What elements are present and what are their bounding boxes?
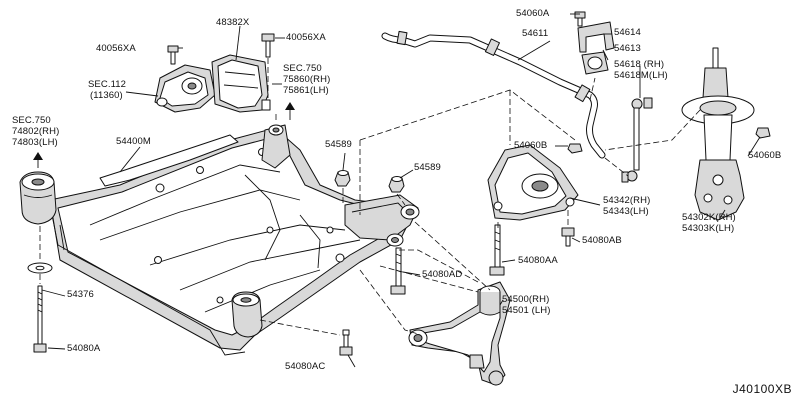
label-sec750-top: SEC.750 — [283, 63, 322, 74]
nut-54589-a — [334, 170, 351, 187]
diagram-code: J40100XB — [732, 382, 792, 396]
label-54060b-left: 54060B — [514, 140, 548, 151]
label-74802: 74802(RH) — [12, 126, 60, 137]
stabilizer-bar — [381, 30, 606, 159]
label-54501: 54501 (LH) — [502, 305, 551, 316]
bolt-54080aa — [489, 224, 505, 276]
label-54303k: 54303K(LH) — [682, 223, 735, 234]
label-54302k: 54302K(RH) — [682, 212, 736, 223]
label-54080ab: 54080AB — [582, 235, 622, 246]
bushing-54613 — [581, 51, 609, 75]
label-54060a: 54060A — [516, 8, 550, 19]
bolt-54080ab — [561, 227, 575, 247]
front-crossmember — [49, 124, 420, 356]
label-75861: 75861(LH) — [283, 85, 329, 96]
label-54614: 54614 — [614, 27, 641, 38]
bracket-54614 — [577, 21, 615, 53]
bolt-40056xa-right — [261, 33, 275, 58]
nut-54589-b — [388, 176, 405, 193]
nut-54060b-right — [755, 127, 771, 139]
label-54060b-right: 54060B — [748, 150, 782, 161]
label-54080ad: 54080AD — [422, 269, 463, 280]
label-54376: 54376 — [67, 289, 94, 300]
bolt-54060a — [574, 11, 586, 27]
bolt-54080ad — [390, 247, 406, 295]
strut-assembly — [681, 47, 755, 221]
label-54342: 54342(RH) — [603, 195, 651, 206]
bolt-54080a — [33, 285, 47, 353]
stabilizer-link — [621, 97, 653, 183]
label-40056xa-right: 40056XA — [286, 32, 326, 43]
label-54343: 54343(LH) — [603, 206, 649, 217]
nut-54060b-left — [567, 143, 583, 154]
label-sec750-left: SEC.750 — [12, 115, 51, 126]
label-54080ac: 54080AC — [285, 361, 326, 372]
control-arm-bracket — [487, 144, 579, 221]
label-54618: 54618 (RH) — [614, 59, 665, 70]
left-body-mount — [19, 171, 57, 225]
bolt-54080ac — [339, 329, 353, 356]
label-54080a: 54080A — [67, 343, 101, 354]
label-54080aa: 54080AA — [518, 255, 558, 266]
label-40056xa-left: 40056XA — [96, 43, 136, 54]
label-75860: 75860(RH) — [283, 74, 331, 85]
label-54618m: 54618M(LH) — [614, 70, 668, 81]
label-54611: 54611 — [522, 28, 549, 39]
bolt-40056xa-left — [167, 45, 179, 65]
lower-control-arm — [408, 281, 511, 386]
engine-mount — [154, 64, 216, 113]
label-54400m: 54400M — [116, 136, 151, 147]
label-sec112-ref: (11360) — [90, 90, 123, 101]
label-54613: 54613 — [614, 43, 641, 54]
label-74803: 74803(LH) — [12, 137, 58, 148]
leader-lines — [41, 13, 761, 368]
bracket-48382x — [211, 54, 271, 113]
label-54589-a: 54589 — [325, 139, 352, 150]
rear-body-mount — [231, 291, 263, 338]
label-sec112: SEC.112 — [88, 79, 127, 90]
label-54500: 54500(RH) — [502, 294, 550, 305]
label-54589-b: 54589 — [414, 162, 441, 173]
label-48382x: 48382X — [216, 17, 250, 28]
